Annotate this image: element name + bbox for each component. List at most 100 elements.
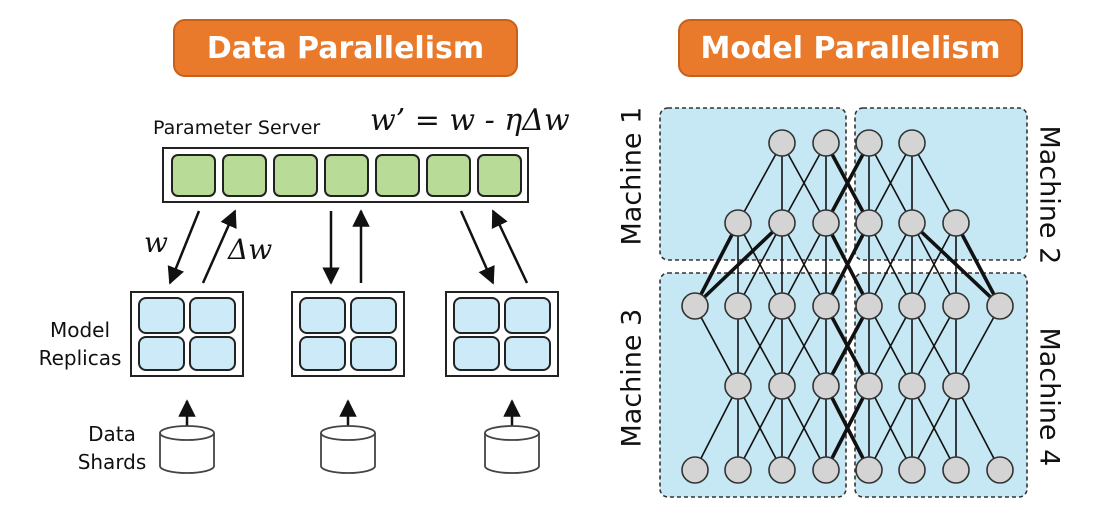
network-edge bbox=[954, 222, 1002, 307]
network-edge bbox=[824, 385, 871, 471]
network-edge bbox=[868, 305, 913, 387]
network-edge bbox=[911, 222, 957, 307]
data-parallelism-diagram bbox=[130, 147, 559, 474]
update-rule: w’ = w - ηΔw bbox=[370, 103, 570, 138]
network-node bbox=[986, 292, 1014, 320]
network-edge bbox=[781, 385, 827, 471]
network-node bbox=[942, 372, 970, 400]
network-node bbox=[855, 292, 883, 320]
network-edge bbox=[955, 385, 1001, 471]
network-edge bbox=[824, 385, 871, 471]
network-node bbox=[942, 292, 970, 320]
parameter-server-label: Parameter Server bbox=[153, 117, 321, 139]
network-node bbox=[855, 129, 883, 157]
network-edge bbox=[868, 385, 913, 471]
network-edge bbox=[911, 305, 957, 387]
network-edge bbox=[911, 385, 957, 471]
network-node bbox=[681, 456, 709, 484]
network-edge bbox=[868, 385, 913, 471]
network-node bbox=[812, 456, 840, 484]
machine-1-region bbox=[659, 107, 847, 261]
data-parallelism-title: Data Parallelism bbox=[173, 19, 518, 77]
data-shard-3 bbox=[484, 399, 540, 474]
network-nodes bbox=[681, 129, 1014, 484]
network-edge bbox=[868, 222, 913, 307]
network-node bbox=[768, 456, 796, 484]
sync-arrows bbox=[167, 209, 529, 285]
network-edge bbox=[911, 305, 957, 387]
weights-arrow-label: w bbox=[144, 226, 168, 259]
network-edge bbox=[911, 222, 957, 307]
network-node bbox=[942, 456, 970, 484]
network-node bbox=[768, 372, 796, 400]
network-edge bbox=[781, 385, 827, 471]
network-node bbox=[768, 209, 796, 237]
model-replica-2 bbox=[291, 291, 405, 377]
parameter-server-cells bbox=[171, 154, 522, 197]
network-edge bbox=[781, 142, 827, 224]
network-edge bbox=[824, 222, 871, 307]
network-edge bbox=[737, 142, 783, 224]
network-edge bbox=[868, 305, 913, 387]
network-edge bbox=[824, 305, 871, 387]
machine-4-label: Machine 4 bbox=[1033, 327, 1065, 467]
machine-1-label: Machine 1 bbox=[616, 106, 648, 246]
network-edge bbox=[868, 142, 913, 224]
network-edge bbox=[824, 142, 871, 224]
network-edge bbox=[868, 142, 913, 224]
network-edge bbox=[694, 222, 739, 307]
network-edge bbox=[737, 385, 783, 471]
data-shard-2 bbox=[320, 399, 376, 474]
machine-2-region bbox=[854, 107, 1028, 261]
model-replicas-label: Model Replicas bbox=[30, 316, 130, 372]
network-node bbox=[898, 209, 926, 237]
network-node bbox=[724, 372, 752, 400]
gradient-arrow-label: Δw bbox=[228, 233, 273, 266]
network-edges bbox=[694, 142, 1001, 471]
network-edge bbox=[781, 222, 827, 307]
machine-4-region bbox=[854, 272, 1028, 498]
network-node bbox=[855, 456, 883, 484]
network-node bbox=[898, 456, 926, 484]
network-node bbox=[812, 372, 840, 400]
network-edge bbox=[824, 142, 871, 224]
data-shards-label-line2: Shards bbox=[77, 450, 147, 474]
network-node bbox=[812, 129, 840, 157]
network-node bbox=[986, 456, 1014, 484]
network-node bbox=[812, 292, 840, 320]
machine-3-label: Machine 3 bbox=[616, 308, 648, 448]
network-edge bbox=[693, 221, 784, 308]
network-edge bbox=[694, 305, 739, 387]
network-node bbox=[681, 292, 709, 320]
network-edge bbox=[781, 305, 827, 387]
network-edge bbox=[824, 222, 871, 307]
network-edge bbox=[910, 221, 1002, 308]
data-shards-label-line1: Data bbox=[88, 422, 136, 446]
model-replicas-label-line2: Replicas bbox=[38, 346, 122, 370]
network-node bbox=[898, 292, 926, 320]
network-edge bbox=[824, 305, 871, 387]
network-edge bbox=[737, 222, 783, 307]
network-edge bbox=[737, 305, 783, 387]
cross-machine-edges bbox=[693, 142, 1002, 471]
network-edge bbox=[694, 385, 739, 471]
machine-regions bbox=[659, 107, 1028, 498]
network-node bbox=[898, 129, 926, 157]
network-edge bbox=[781, 305, 827, 387]
network-node bbox=[942, 209, 970, 237]
network-node bbox=[898, 372, 926, 400]
network-node bbox=[812, 209, 840, 237]
model-replicas-label-line1: Model bbox=[49, 318, 111, 342]
network-node bbox=[768, 292, 796, 320]
network-node bbox=[855, 209, 883, 237]
network-edge bbox=[955, 222, 1001, 307]
network-edge bbox=[868, 222, 913, 307]
network-node bbox=[768, 129, 796, 157]
network-edge bbox=[911, 142, 957, 224]
model-replica-3 bbox=[445, 291, 559, 377]
model-parallelism-title: Model Parallelism bbox=[678, 19, 1023, 77]
network-node bbox=[724, 209, 752, 237]
model-replica-1 bbox=[130, 291, 244, 377]
network-edge bbox=[693, 222, 740, 307]
machine-3-region bbox=[659, 272, 847, 498]
